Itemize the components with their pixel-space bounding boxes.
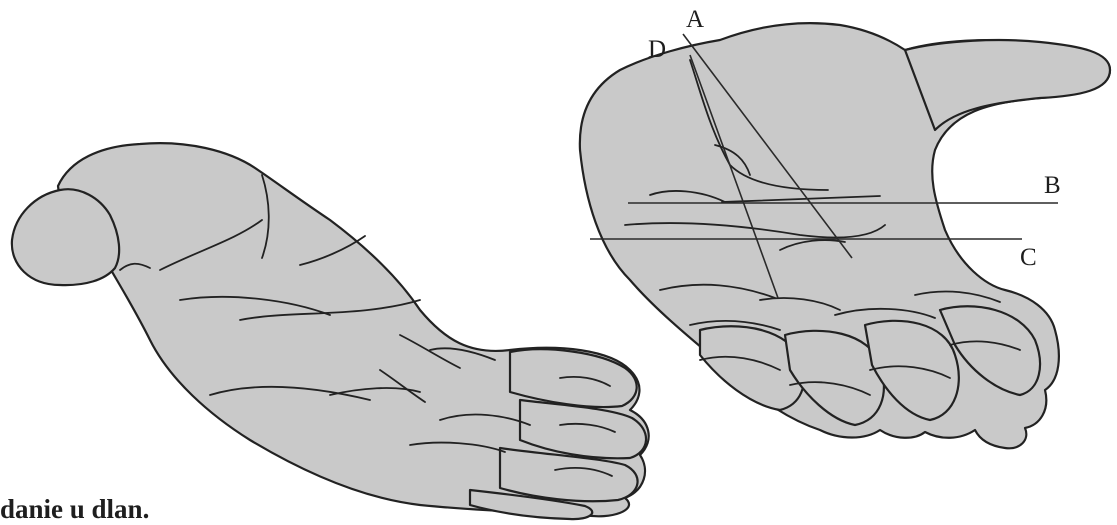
left-hand <box>12 143 649 519</box>
label-a: A <box>686 6 704 33</box>
label-d: D <box>648 36 666 63</box>
label-c: C <box>1020 244 1037 271</box>
right-hand <box>580 23 1110 448</box>
caption: danie u dlan. <box>0 494 149 525</box>
right-thumb <box>905 40 1110 130</box>
label-b: B <box>1044 172 1061 199</box>
